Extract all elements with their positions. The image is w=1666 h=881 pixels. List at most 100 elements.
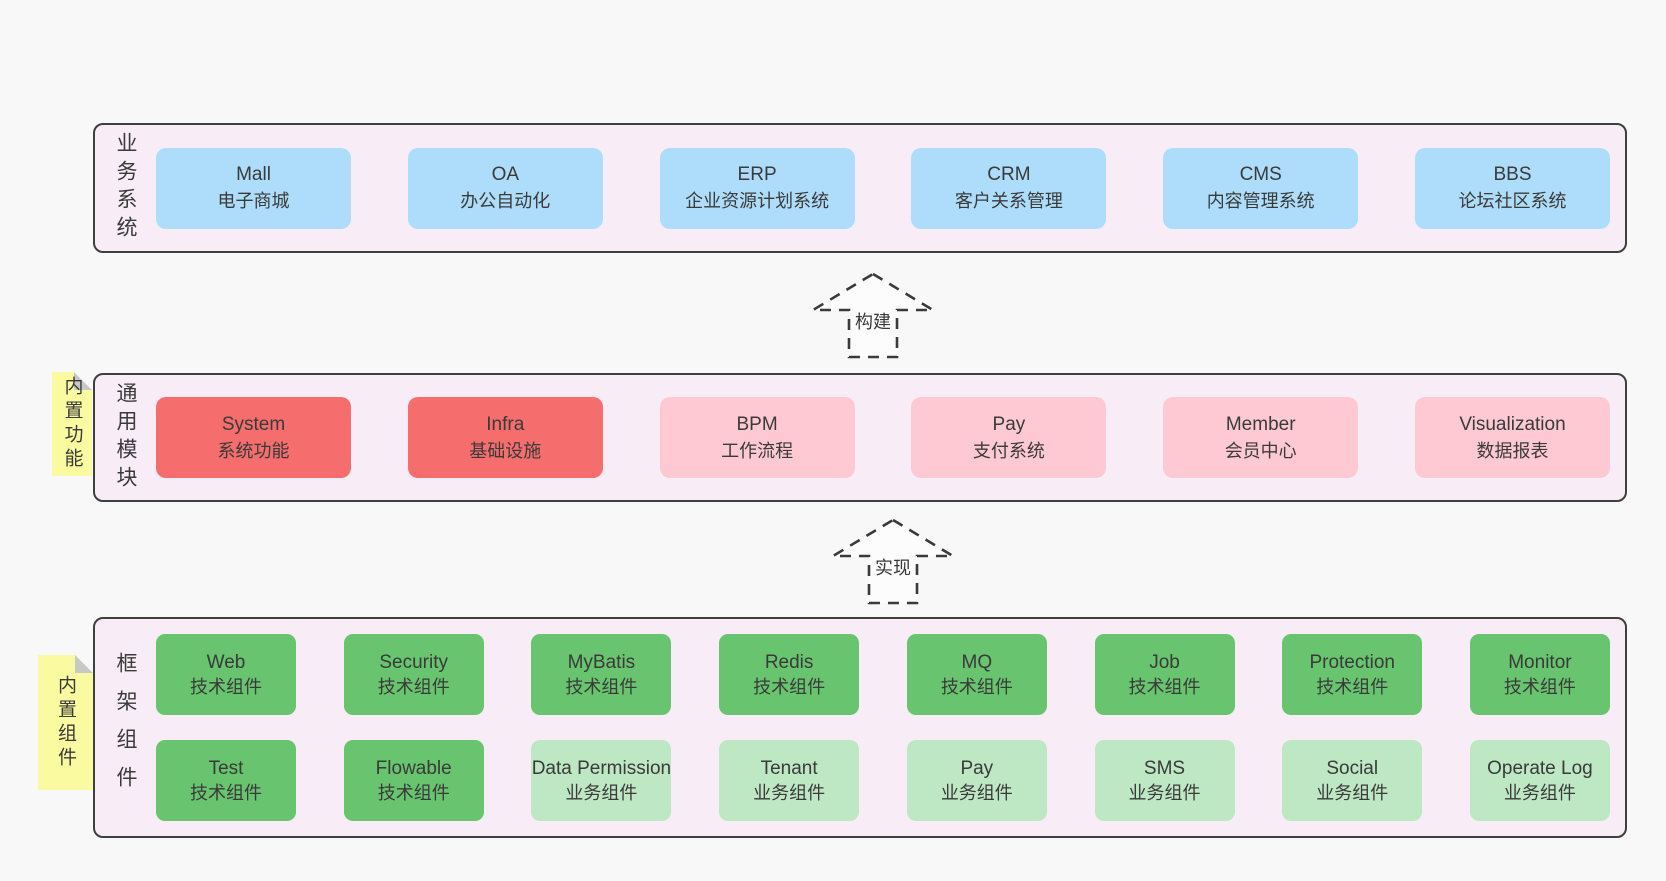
box-sms: SMS 业务组件 [1094, 740, 1235, 821]
box-social: Social 业务组件 [1282, 740, 1423, 821]
box-subtitle: 技术组件 [565, 676, 638, 697]
box-title: Tenant [760, 757, 818, 779]
box-subtitle: 技术组件 [1503, 676, 1576, 697]
box-pay: Pay 支付系统 [911, 397, 1107, 478]
arrow-implement: 实现 [831, 518, 955, 605]
box-title: Operate Log [1487, 757, 1593, 779]
box-subtitle: 业务组件 [940, 782, 1013, 803]
box-subtitle: 技术组件 [190, 676, 262, 697]
box-subtitle: 电子商城 [217, 191, 290, 211]
box-subtitle: 内容管理系统 [1206, 191, 1315, 211]
box-subtitle: 技术组件 [190, 782, 262, 803]
box-title: Monitor [1508, 651, 1572, 673]
box-tenant: Tenant 业务组件 [719, 740, 860, 821]
box-operate-log: Operate Log 业务组件 [1469, 740, 1610, 821]
box-subtitle: 办公自动化 [460, 191, 551, 211]
box-security: Security 技术组件 [343, 634, 484, 715]
box-title: Protection [1309, 651, 1395, 673]
box-infra: Infra 基础设施 [407, 397, 603, 478]
box-title: CMS [1239, 164, 1282, 185]
box-subtitle: 业务组件 [1503, 782, 1576, 803]
box-protection: Protection 技术组件 [1282, 634, 1423, 715]
box-title: Mall [236, 164, 271, 185]
box-title: Member [1225, 413, 1296, 435]
box-title: Job [1149, 651, 1180, 673]
box-subtitle: 工作流程 [721, 440, 794, 461]
box-subtitle: 技术组件 [940, 676, 1013, 697]
box-title: Social [1326, 757, 1379, 779]
box-title: Visualization [1459, 413, 1566, 435]
box-title: SMS [1143, 757, 1186, 779]
sticky-note-builtin-features: 内置功能 [52, 372, 92, 476]
box-subtitle: 企业资源计划系统 [685, 191, 830, 211]
box-title: Pay [992, 413, 1026, 435]
box-subtitle: 会员中心 [1224, 440, 1297, 461]
box-bpm: BPM 工作流程 [659, 397, 855, 478]
box-subtitle: 技术组件 [753, 676, 826, 697]
section-side-label-components: 框架组件 [114, 651, 137, 804]
box-subtitle: 客户关系管理 [954, 191, 1063, 211]
box-title: Pay [960, 757, 994, 779]
box-title: Security [379, 651, 449, 673]
box-subtitle: 系统功能 [217, 440, 290, 461]
box-member: Member 会员中心 [1163, 397, 1359, 478]
box-subtitle: 技术组件 [1316, 676, 1389, 697]
box-test: Test 技术组件 [156, 740, 296, 821]
box-subtitle: 业务组件 [753, 782, 826, 803]
box-title: Redis [764, 651, 814, 673]
box-subtitle: 业务组件 [1128, 782, 1201, 803]
box-redis: Redis 技术组件 [719, 634, 860, 715]
arrow-implement-label: 实现 [873, 558, 913, 578]
box-title: Data Permission [531, 757, 672, 779]
box-bbs: BBS 论坛社区系统 [1414, 147, 1610, 229]
box-pay: Pay 业务组件 [906, 740, 1047, 821]
box-erp: ERP 企业资源计划系统 [659, 147, 855, 229]
box-subtitle: 论坛社区系统 [1458, 191, 1567, 211]
box-title: Flowable [375, 757, 452, 779]
box-subtitle: 技术组件 [377, 676, 450, 697]
section-side-label-business: 业务系统 [114, 132, 137, 244]
section-side-label-modules: 通用模块 [114, 381, 137, 494]
box-subtitle: 支付系统 [972, 440, 1045, 461]
box-cms: CMS 内容管理系统 [1163, 147, 1359, 229]
box-mq: MQ 技术组件 [906, 634, 1047, 715]
box-title: Test [208, 757, 244, 779]
box-flowable: Flowable 技术组件 [343, 740, 484, 821]
sticky-note-label: 内置组件 [55, 674, 76, 771]
box-title: Infra [486, 413, 525, 435]
box-data-permission: Data Permission 业务组件 [531, 740, 672, 821]
arrow-build: 构建 [811, 272, 935, 359]
box-mall: Mall 电子商城 [156, 147, 351, 229]
box-title: MyBatis [567, 651, 636, 673]
box-subtitle: 业务组件 [565, 782, 638, 803]
box-visualization: Visualization 数据报表 [1414, 397, 1610, 478]
box-web: Web 技术组件 [156, 634, 296, 715]
box-subtitle: 数据报表 [1476, 440, 1549, 461]
sticky-note-label: 内置功能 [61, 376, 83, 472]
arrow-build-label: 构建 [853, 312, 893, 332]
box-subtitle: 技术组件 [377, 782, 450, 803]
box-title: BPM [736, 413, 778, 435]
sticky-note-builtin-components: 内置组件 [38, 655, 93, 790]
box-mybatis: MyBatis 技术组件 [531, 634, 672, 715]
box-subtitle: 业务组件 [1316, 782, 1389, 803]
box-title: ERP [737, 164, 777, 185]
box-title: BBS [1493, 164, 1532, 185]
box-monitor: Monitor 技术组件 [1469, 634, 1610, 715]
box-subtitle: 基础设施 [469, 440, 542, 461]
box-title: MQ [961, 651, 993, 673]
box-title: Web [206, 651, 246, 673]
